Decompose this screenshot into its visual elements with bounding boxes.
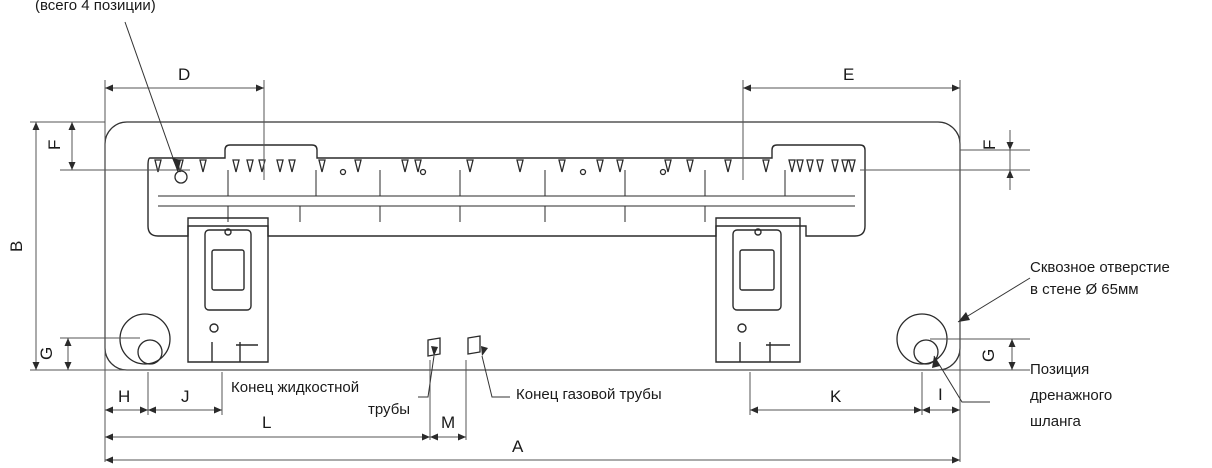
dim-label-d: D [178,65,190,84]
screw-mark [288,159,296,173]
dim-label-f-left: F [45,140,64,150]
dim-label-k: K [830,387,842,406]
arrowhead [32,122,40,130]
screw-mark [246,159,254,173]
screw-mark [616,159,624,173]
dim-label-f-right: F [980,140,999,150]
arrowhead [32,362,40,370]
dim-label-l: L [262,413,271,432]
callout-wall-hole-line2: в стене Ø 65мм [1030,281,1139,298]
screw-mark [414,159,422,173]
screw-mark [199,159,207,173]
screw-mark [841,159,849,173]
leader-lines [124,21,1031,403]
hole-mark [339,168,347,176]
arrowhead [1008,362,1016,370]
screw-mark [596,159,604,173]
callout-drain-line3: шланга [1030,413,1082,430]
screw-mark [401,159,409,173]
arrowhead [105,406,113,414]
arrowhead [422,433,430,441]
screw-mark [318,159,326,173]
wall-hole-left [119,313,171,365]
arrowhead [214,406,222,414]
screw-mark [232,159,240,173]
screw-mark [806,159,814,173]
screw-mark [796,159,804,173]
screw-mark [154,159,162,173]
callout-drain-line2: дренажного [1030,387,1112,404]
arrowhead [68,162,76,170]
dim-label-h: H [118,387,130,406]
dim-label-e: E [843,65,854,84]
arrowhead [952,84,960,92]
hole-mark [579,168,587,176]
screw-mark [816,159,824,173]
screw-mark [664,159,672,173]
screw-mark [354,159,362,173]
screw-mark [724,159,732,173]
screw-mark [762,159,770,173]
screw-mark [276,159,284,173]
dim-label-m: M [441,413,455,432]
mounting-plate [147,144,866,363]
leader-arrowheads [172,158,970,368]
liquid-pipe-end [427,337,441,357]
dim-label-j: J [181,387,190,406]
screw-mark [788,159,796,173]
arrowhead [750,406,758,414]
arrowhead [148,406,156,414]
screw-mark [466,159,474,173]
arrowhead [952,456,960,464]
arrowhead [140,406,148,414]
arrowhead [105,433,113,441]
screw-mark [686,159,694,173]
arrowhead [1006,142,1014,150]
plate-screw-marks [154,159,856,184]
dimension-lines [30,80,1030,462]
callout-drain-line1: Позиция [1030,361,1089,378]
arrowhead [743,84,751,92]
arrowhead [458,433,466,441]
unit-outline [104,121,961,371]
screw-mark [831,159,839,173]
screw-mark [848,159,856,173]
callout-top-note: (всего 4 позиции) [35,0,156,14]
hole-mark [419,168,427,176]
callout-wall-hole-line1: Сквозное отверстие [1030,259,1170,276]
dim-label-a: A [512,437,524,456]
arrowhead [914,406,922,414]
arrowhead [256,84,264,92]
gas-pipe-end [467,335,481,355]
arrowhead [105,84,113,92]
callout-liquid-pipe-line2: трубы [368,401,410,418]
callout-gas-pipe: Конец газовой трубы [516,386,662,403]
screw-mark [516,159,524,173]
dim-label-b: B [7,241,26,252]
arrowhead [430,433,438,441]
arrowhead [922,406,930,414]
arrowhead [68,122,76,130]
screw-mark [558,159,566,173]
arrowhead [64,338,72,346]
callout-liquid-pipe-line1: Конец жидкостной [231,379,359,396]
arrowhead [1006,170,1014,178]
arrowhead [952,406,960,414]
arrowhead [64,362,72,370]
arrowhead [1008,339,1016,347]
dim-label-g-right: G [979,349,998,362]
dim-label-i: I [938,385,943,404]
arrowhead [105,456,113,464]
fixing-hole-mark [174,170,188,184]
dim-label-g-left: G [37,347,56,360]
hole-mark [659,168,667,176]
dimension-arrowheads [32,84,1016,464]
